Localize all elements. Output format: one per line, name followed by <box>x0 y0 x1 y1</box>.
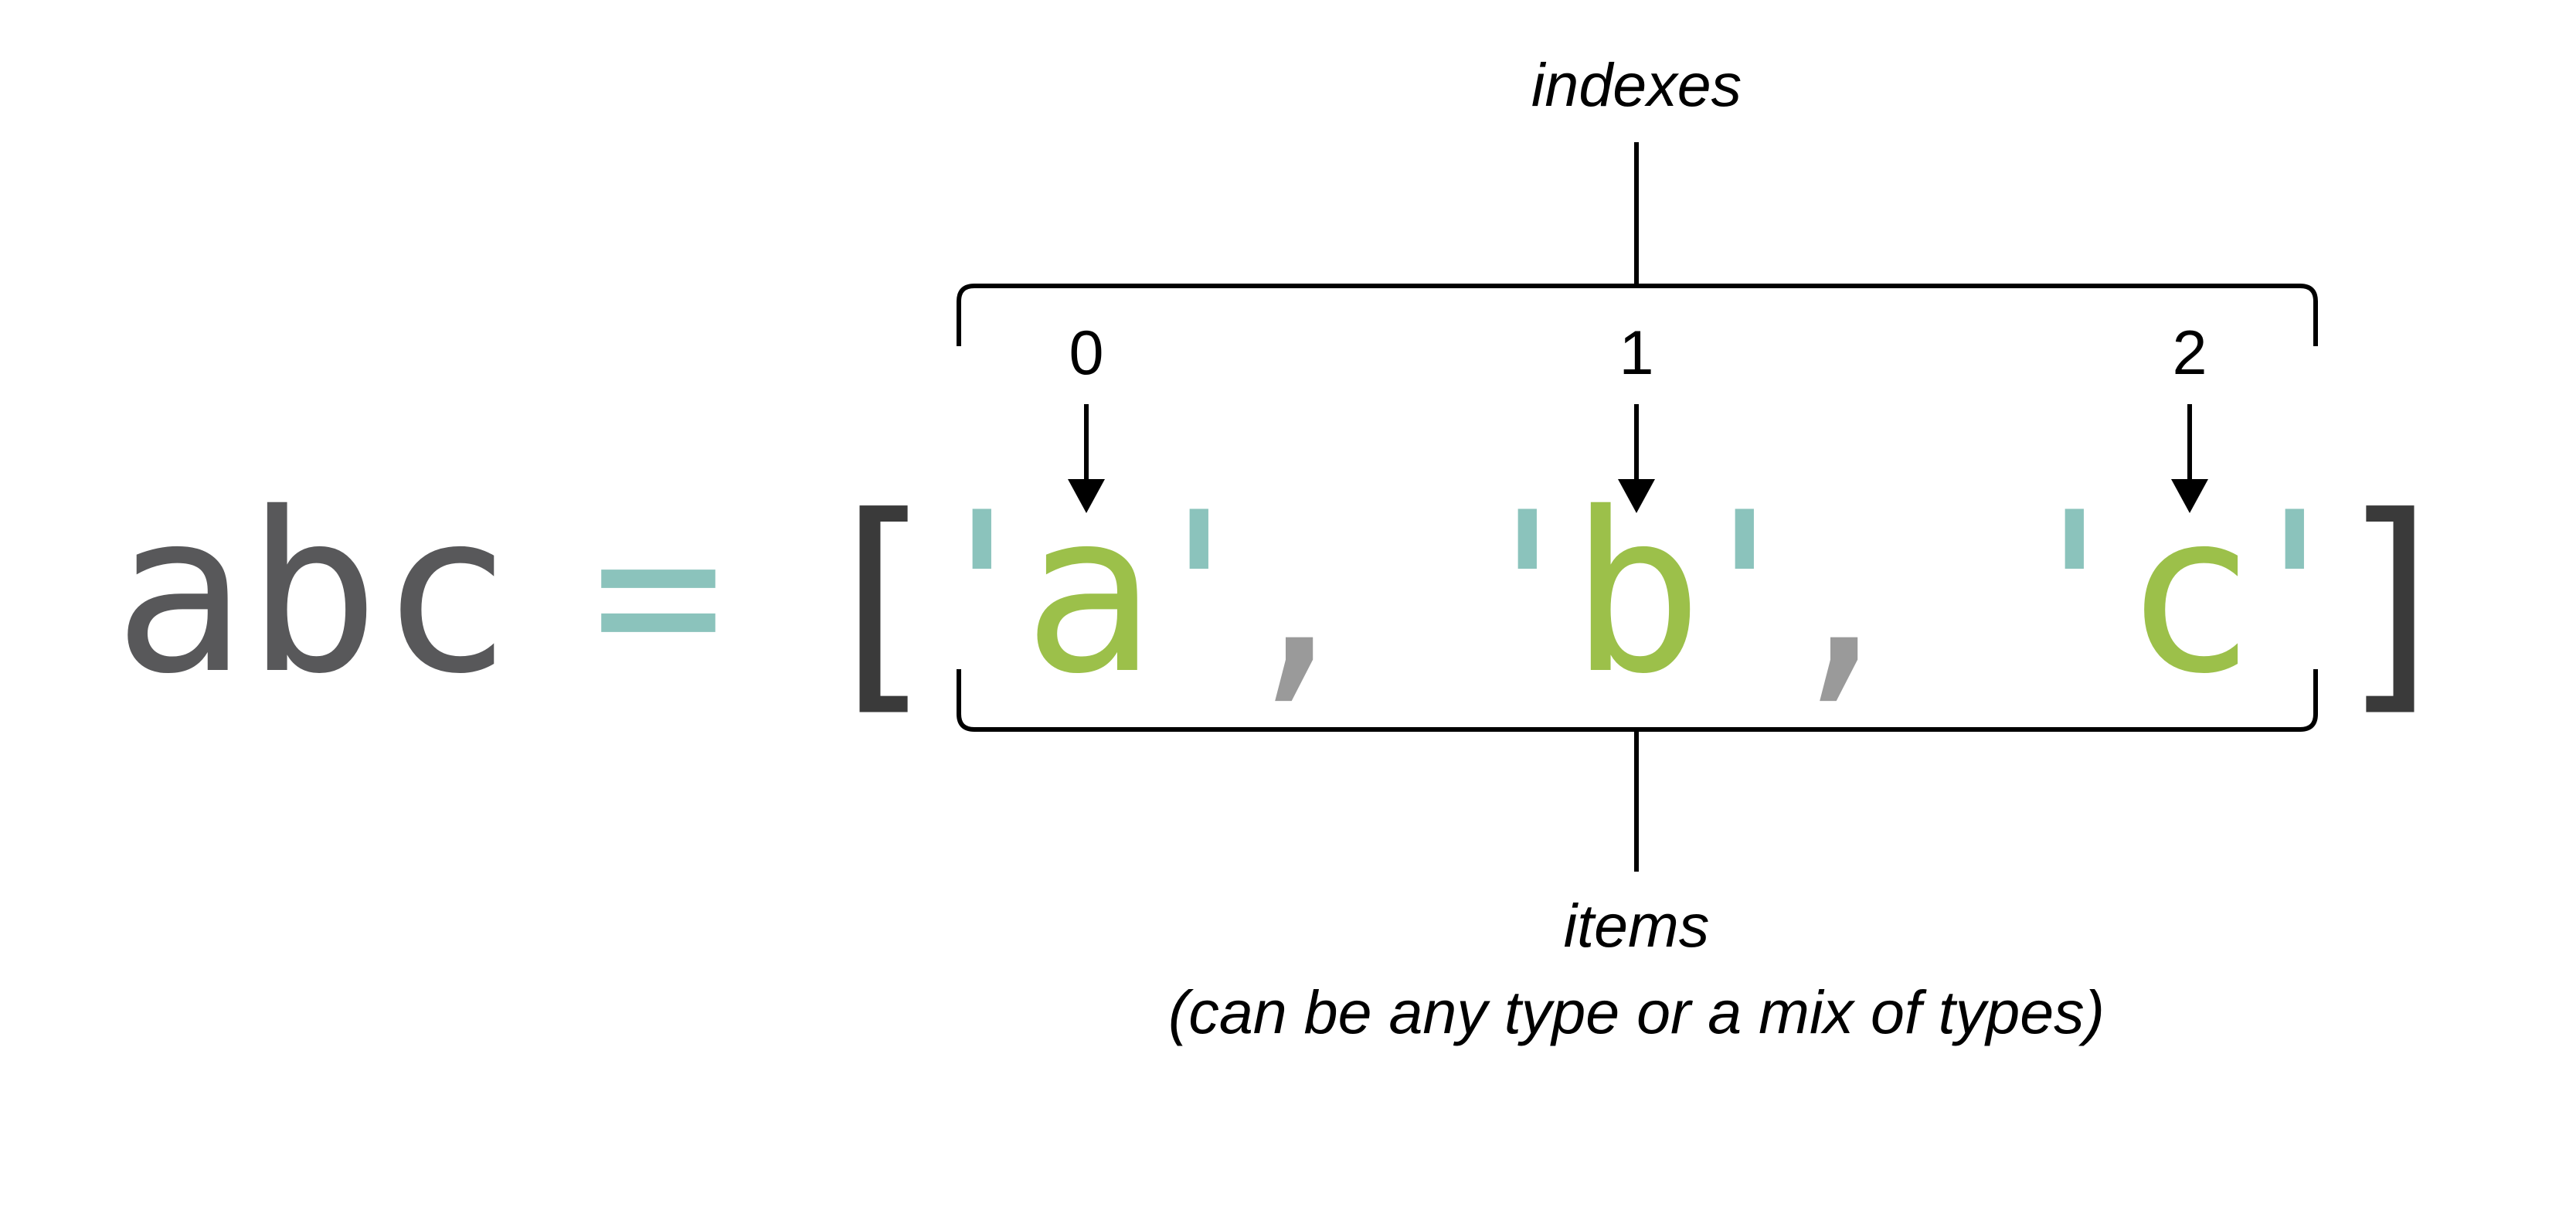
index-number-0: 0 <box>1069 318 1103 388</box>
item-c-open-quote: ' <box>2008 466 2141 722</box>
index-arrow-2 <box>2171 404 2208 513</box>
items-label: items <box>1564 891 1710 960</box>
assignment-operator: = <box>592 466 725 722</box>
open-bracket: [ <box>807 467 947 736</box>
top-brace <box>957 284 2318 346</box>
variable-name: abc <box>114 466 513 722</box>
item-b-close-quote: ' <box>1678 466 1811 722</box>
item-a-close-quote: ' <box>1133 466 1266 722</box>
index-arrow-1 <box>1618 404 1655 513</box>
index-number-2: 2 <box>2172 318 2207 388</box>
indexes-label: indexes <box>1531 50 1742 119</box>
item-c-close-quote: ' <box>2228 466 2361 722</box>
items-type-note: (can be any type or a mix of types) <box>1168 978 2105 1046</box>
comma-separator: , <box>1776 466 1909 722</box>
index-arrow-0 <box>1068 404 1105 513</box>
list-item-c: c <box>2123 466 2256 722</box>
comma-separator: , <box>1232 466 1364 722</box>
close-bracket: ] <box>2327 467 2467 736</box>
item-a-open-quote: ' <box>916 466 1048 722</box>
list-item-b: b <box>1570 466 1703 722</box>
index-number-1: 1 <box>1619 318 1653 388</box>
list-item-a: a <box>1023 466 1156 722</box>
item-b-open-quote: ' <box>1461 466 1594 722</box>
